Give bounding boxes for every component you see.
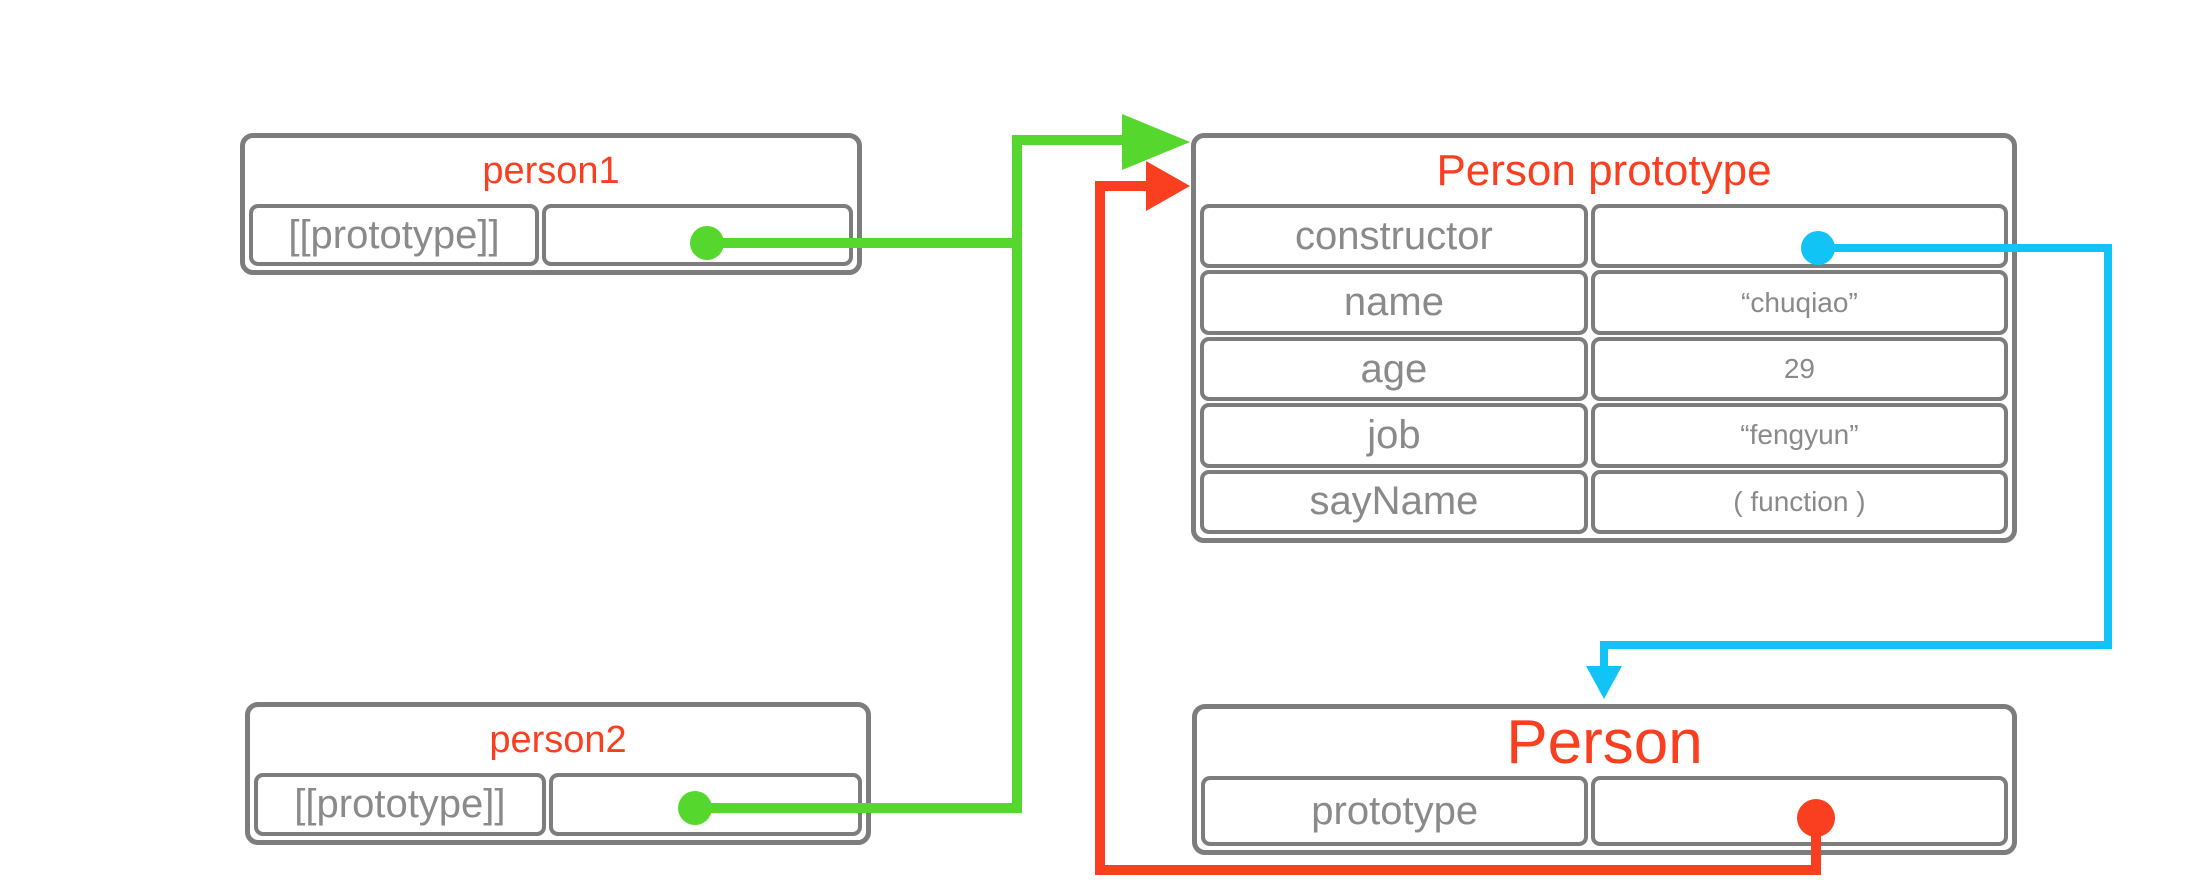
age-label: age (1200, 336, 1588, 402)
table-row: constructor (1200, 204, 2008, 269)
person1-prototype-value (541, 204, 853, 266)
person1-box: person1 [[prototype]] (240, 133, 862, 275)
person-function-box: Person prototype (1192, 704, 2017, 855)
person-prototype-box: Person prototype constructor name “chuqi… (1191, 133, 2017, 543)
job-value: “fengyun” (1590, 403, 2008, 468)
blue-arrowhead-icon (1586, 666, 1622, 699)
constructor-value (1590, 204, 2008, 269)
name-label: name (1200, 270, 1588, 335)
job-label: job (1200, 403, 1588, 468)
table-row: [[prototype]] (254, 773, 862, 836)
table-row: [[prototype]] (249, 204, 853, 266)
sayname-value: ( function ) (1590, 469, 2008, 535)
table-row: name “chuqiao” (1200, 270, 2008, 335)
table-row: sayName ( function ) (1200, 469, 2008, 535)
person2-prototype-label: [[prototype]] (254, 773, 546, 836)
green-arrowhead-icon (1122, 114, 1190, 170)
constructor-label: constructor (1200, 204, 1588, 269)
person2-box: person2 [[prototype]] (245, 702, 871, 845)
prototype-label: prototype (1201, 776, 1589, 846)
person-prototype-box-title: Person prototype (1436, 146, 1772, 195)
prototype-value (1591, 776, 2008, 846)
name-value: “chuqiao” (1590, 270, 2008, 335)
person-function-rows: prototype (1197, 776, 2012, 850)
person2-prototype-value (548, 773, 862, 836)
person1-rows: [[prototype]] (245, 204, 857, 270)
person2-rows: [[prototype]] (250, 773, 866, 840)
table-row: age 29 (1200, 336, 2008, 402)
person2-box-title: person2 (489, 718, 627, 761)
table-row: job “fengyun” (1200, 403, 2008, 468)
person-prototype-rows: constructor name “chuqiao” age 29 job “f… (1196, 204, 2012, 538)
age-value: 29 (1590, 336, 2008, 402)
person1-box-title: person1 (482, 149, 620, 192)
red-arrowhead-icon (1146, 161, 1190, 211)
table-row: prototype (1201, 776, 2008, 846)
person-function-box-title: Person (1506, 708, 1703, 777)
person1-prototype-label: [[prototype]] (249, 204, 539, 266)
sayname-label: sayName (1200, 469, 1588, 535)
